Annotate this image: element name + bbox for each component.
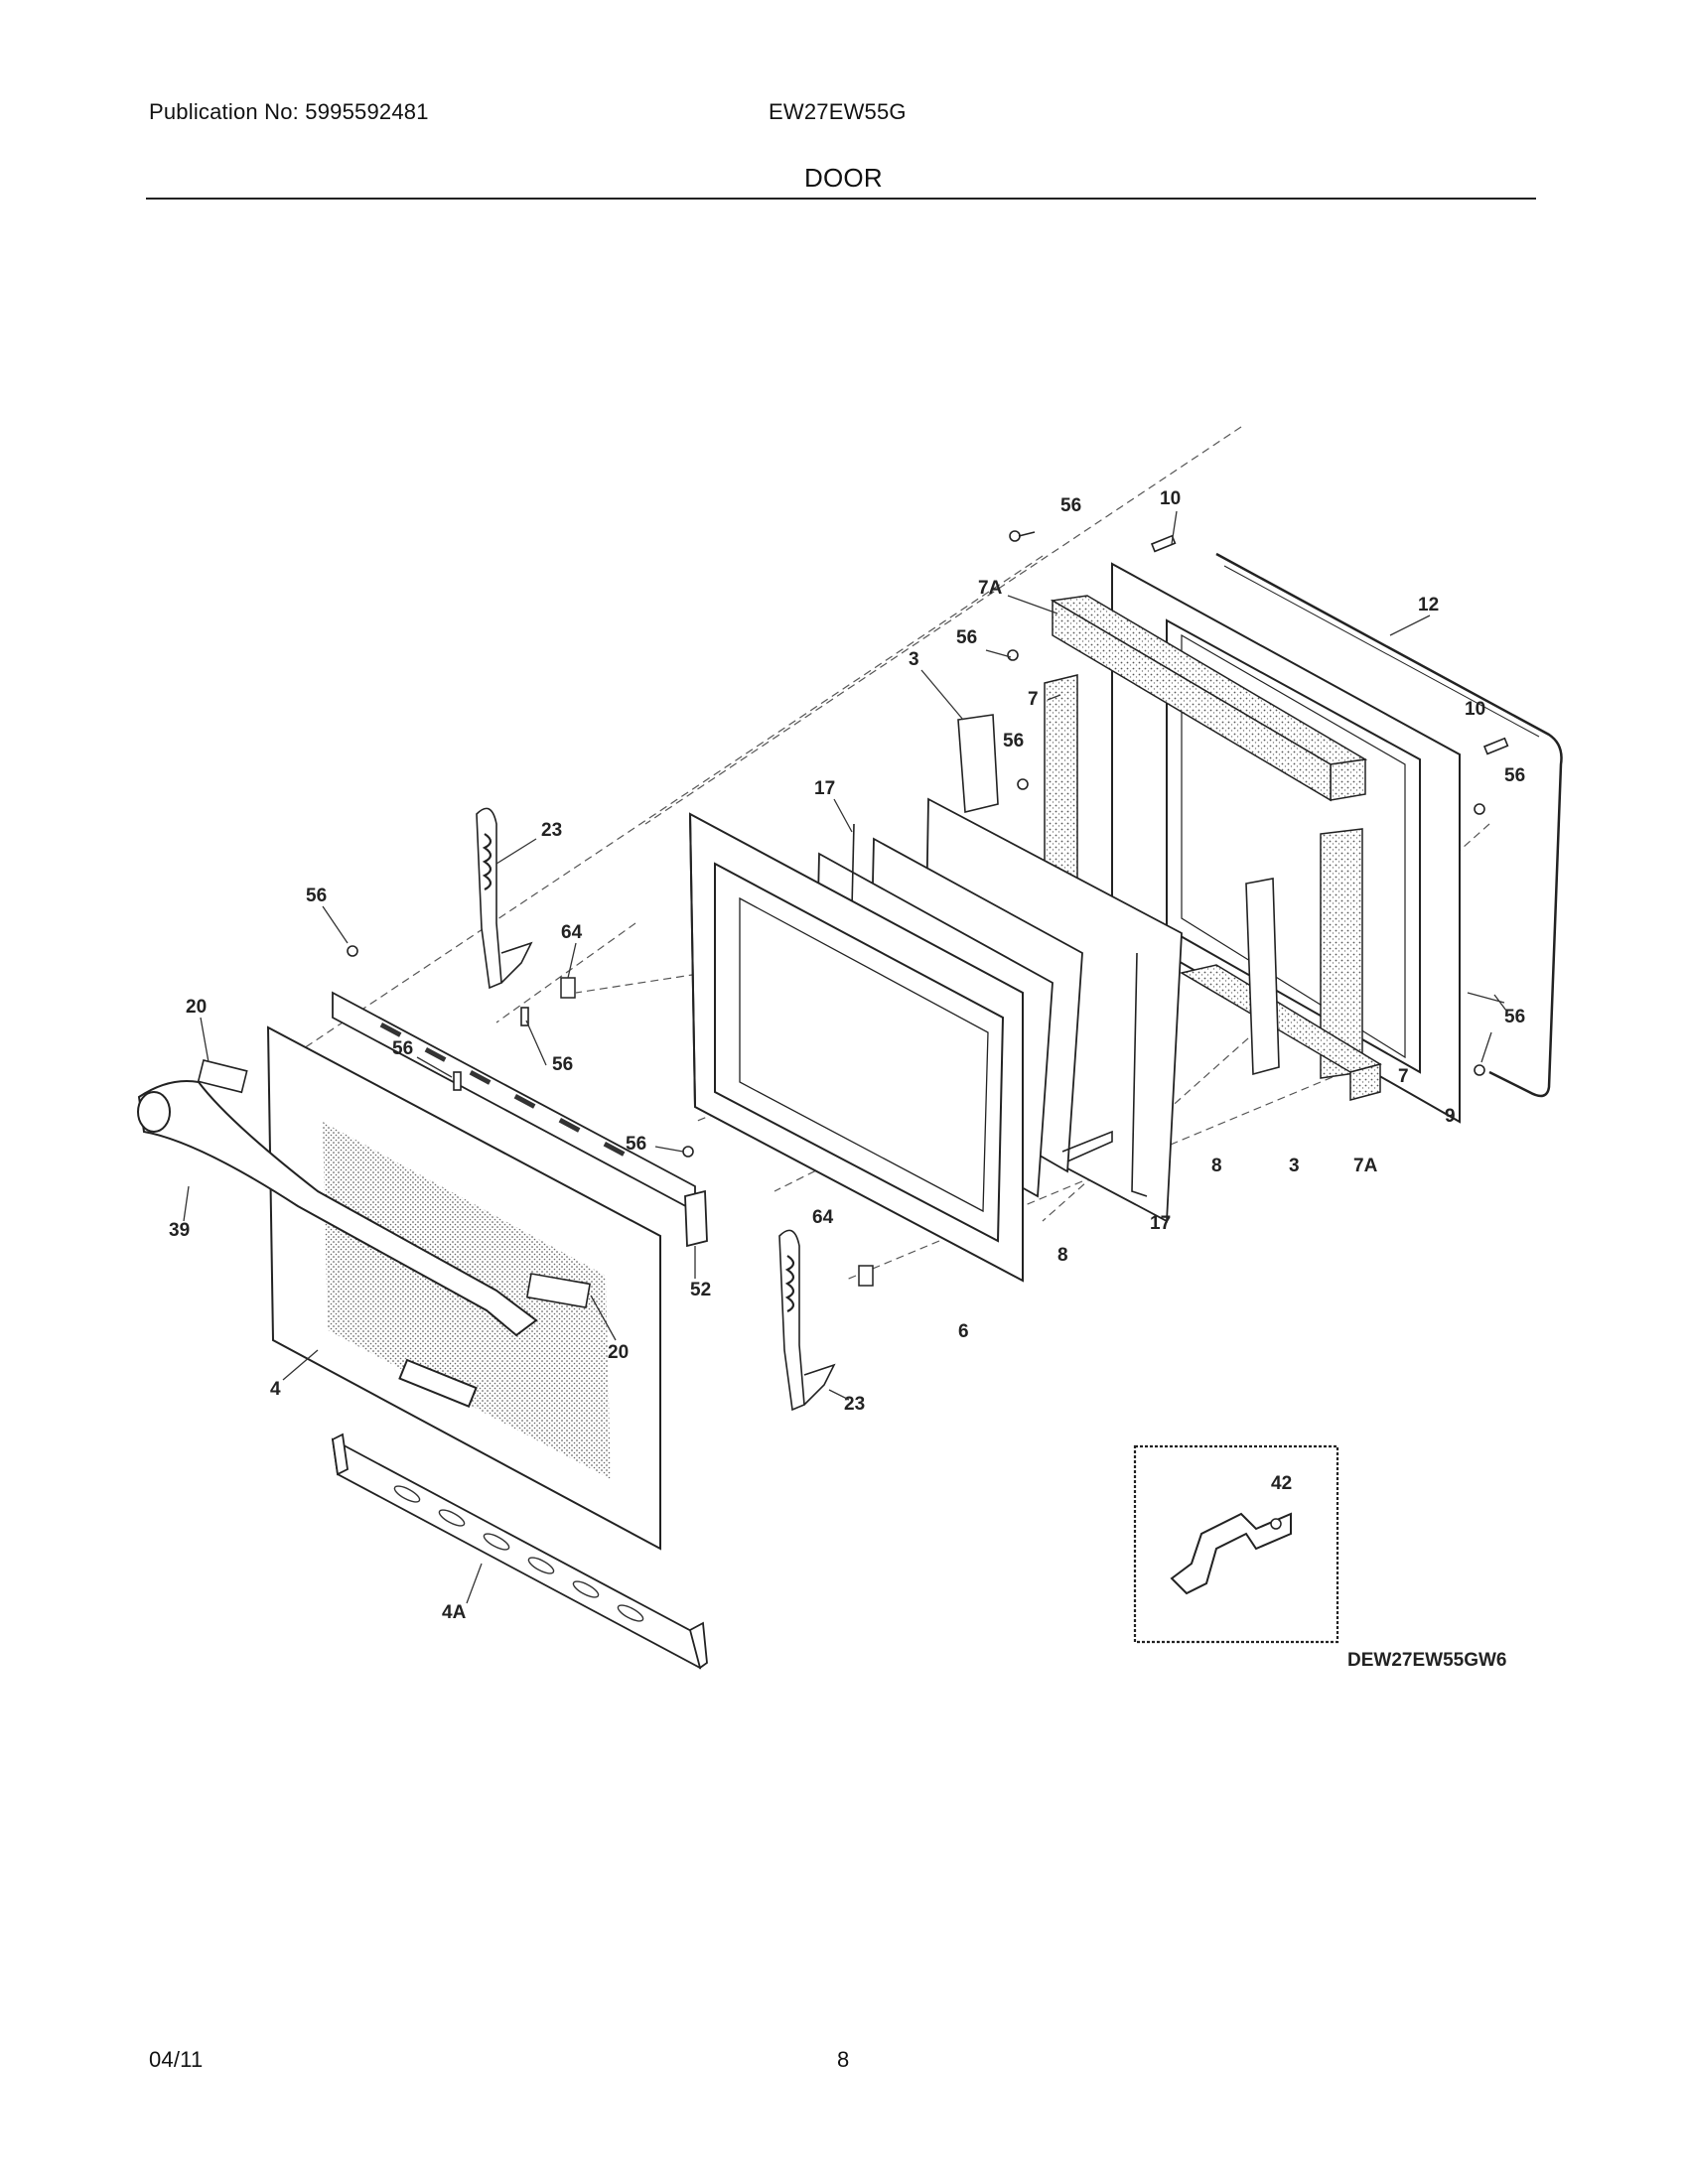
callout-7a: 7A bbox=[978, 578, 1003, 599]
door-gasket bbox=[1215, 552, 1563, 1098]
callout-56: 56 bbox=[956, 627, 977, 648]
control-trims bbox=[197, 1059, 592, 1308]
callout-56: 56 bbox=[1504, 1007, 1525, 1027]
callout-3: 3 bbox=[909, 649, 919, 670]
callout-23: 23 bbox=[541, 820, 562, 841]
footer-date: 04/11 bbox=[149, 2047, 204, 2072]
callout-7a: 7A bbox=[1353, 1156, 1378, 1176]
callout-56: 56 bbox=[1060, 495, 1081, 516]
callout-7: 7 bbox=[1028, 689, 1039, 710]
callout-56: 56 bbox=[552, 1054, 573, 1075]
callout-12: 12 bbox=[1418, 595, 1439, 615]
callout-17: 17 bbox=[1150, 1213, 1171, 1234]
callout-52: 52 bbox=[690, 1280, 711, 1300]
callout-leaders bbox=[183, 510, 1507, 1604]
diagram-code: DEW27EW55GW6 bbox=[1347, 1650, 1506, 1671]
callout-64: 64 bbox=[561, 922, 583, 943]
model-number: EW27EW55G bbox=[769, 99, 907, 124]
callout-56: 56 bbox=[626, 1134, 646, 1155]
callout-56: 56 bbox=[392, 1038, 413, 1059]
callout-56: 56 bbox=[306, 886, 327, 906]
callout-23: 23 bbox=[844, 1394, 865, 1415]
door-handle bbox=[137, 1080, 538, 1337]
callout-10: 10 bbox=[1160, 488, 1181, 509]
callout-9: 9 bbox=[1445, 1106, 1456, 1127]
callout-4: 4 bbox=[270, 1379, 281, 1400]
callout-4a: 4A bbox=[442, 1602, 467, 1623]
insulation-blocks bbox=[1044, 595, 1382, 1101]
section-title: DOOR bbox=[804, 163, 883, 193]
callout-3: 3 bbox=[1289, 1156, 1300, 1176]
callout-42: 42 bbox=[1271, 1473, 1292, 1494]
callout-labels: 56 10 7A 12 56 3 7 10 56 56 17 23 56 64 … bbox=[169, 488, 1525, 1671]
door-frame bbox=[688, 812, 1024, 1283]
bottom-vent-trim bbox=[331, 1433, 708, 1670]
callout-56: 56 bbox=[1003, 731, 1024, 751]
callout-56: 56 bbox=[1504, 765, 1525, 786]
page-number: 8 bbox=[837, 2047, 850, 2072]
callout-6: 6 bbox=[958, 1321, 969, 1342]
header-rule bbox=[146, 198, 1536, 200]
publication-number: Publication No: 5995592481 bbox=[149, 99, 429, 124]
hinge-receivers bbox=[957, 714, 1280, 1076]
callout-39: 39 bbox=[169, 1220, 190, 1241]
callout-64: 64 bbox=[812, 1207, 834, 1228]
door-hinges bbox=[476, 807, 836, 1412]
callout-17: 17 bbox=[814, 778, 835, 799]
callout-8: 8 bbox=[1211, 1156, 1222, 1176]
top-vent-trim bbox=[332, 991, 708, 1248]
detail-box-bracket bbox=[1133, 1444, 1339, 1644]
callout-8: 8 bbox=[1057, 1245, 1068, 1266]
callout-7: 7 bbox=[1398, 1066, 1409, 1087]
callout-10: 10 bbox=[1465, 699, 1485, 720]
callout-20: 20 bbox=[608, 1342, 629, 1363]
callout-20: 20 bbox=[186, 997, 207, 1018]
